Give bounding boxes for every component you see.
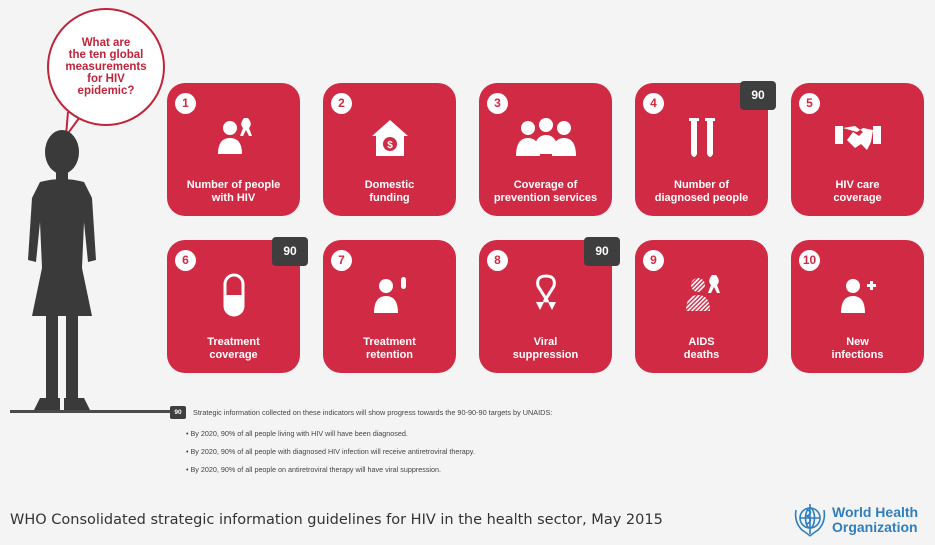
- card-number: 10: [799, 250, 820, 271]
- card-coverage-of-prevention-services: 3 Coverage of prevention services: [479, 83, 612, 216]
- ninety-badge: 90: [272, 237, 308, 266]
- footnote-bullet: • By 2020, 90% of all people on antiretr…: [186, 465, 442, 474]
- card-label: Domestic funding: [364, 179, 415, 204]
- card-treatment-retention: 7 Treatment retention: [323, 240, 456, 373]
- ninety-badge: 90: [584, 237, 620, 266]
- card-domestic-funding: 2 $ Domestic funding: [323, 83, 456, 216]
- card-label: New infections: [831, 336, 884, 361]
- question-text: What are the ten global measurements for…: [65, 37, 147, 97]
- card-label: HIV care coverage: [833, 179, 882, 204]
- person-ribbon-icon: [217, 118, 252, 154]
- card-number: 5: [799, 93, 820, 114]
- card-label: Number of diagnosed people: [654, 179, 749, 204]
- faded-person-ribbon-icon: [685, 275, 720, 311]
- card-number: 1: [175, 93, 196, 114]
- person-pill-icon: [373, 277, 406, 313]
- test-tubes-icon: [688, 118, 715, 157]
- card-label: Number of people with HIV: [186, 179, 281, 204]
- card-label: Treatment coverage: [207, 336, 260, 361]
- card-number: 4: [643, 93, 664, 114]
- pill-icon: [223, 273, 244, 317]
- person-plus-icon: [840, 279, 876, 313]
- card-number: 9: [643, 250, 664, 271]
- who-name: World Health Organization: [832, 504, 919, 535]
- group-icon: [515, 118, 576, 156]
- footnote-bullet: • By 2020, 90% of all people with diagno…: [186, 447, 475, 456]
- house-money-icon: $: [371, 120, 408, 156]
- document-title: WHO Consolidated strategic information g…: [10, 512, 663, 528]
- card-number: 6: [175, 250, 196, 271]
- footnote-bullet: • By 2020, 90% of all people living with…: [186, 429, 408, 438]
- footnote-badge: 90: [170, 406, 186, 419]
- question-bubble: What are the ten global measurements for…: [47, 8, 165, 126]
- who-emblem-icon: [794, 504, 826, 537]
- card-hiv-care-coverage: 5 HIV care coverage: [791, 83, 924, 216]
- card-number: 7: [331, 250, 352, 271]
- card-label: Treatment retention: [363, 336, 416, 361]
- ribbon-arrows-icon: [535, 274, 556, 310]
- card-number: 8: [487, 250, 508, 271]
- card-label: AIDS deaths: [683, 336, 720, 361]
- woman-silhouette-icon: [28, 130, 96, 410]
- card-label: Coverage of prevention services: [493, 179, 598, 204]
- card-new-infections: 10 New infections: [791, 240, 924, 373]
- card-label: Viral suppression: [512, 336, 579, 361]
- svg-text:$: $: [387, 140, 393, 151]
- card-number: 3: [487, 93, 508, 114]
- footnote-intro: Strategic information collected on these…: [193, 408, 553, 417]
- card-number-of-people-with-hiv: 1 Number of people with HIV: [167, 83, 300, 216]
- handshake-icon: [834, 126, 881, 150]
- card-number: 2: [331, 93, 352, 114]
- ninety-badge: 90: [740, 81, 776, 110]
- card-aids-deaths: 9 AIDS deaths: [635, 240, 768, 373]
- ground-line: [10, 410, 170, 413]
